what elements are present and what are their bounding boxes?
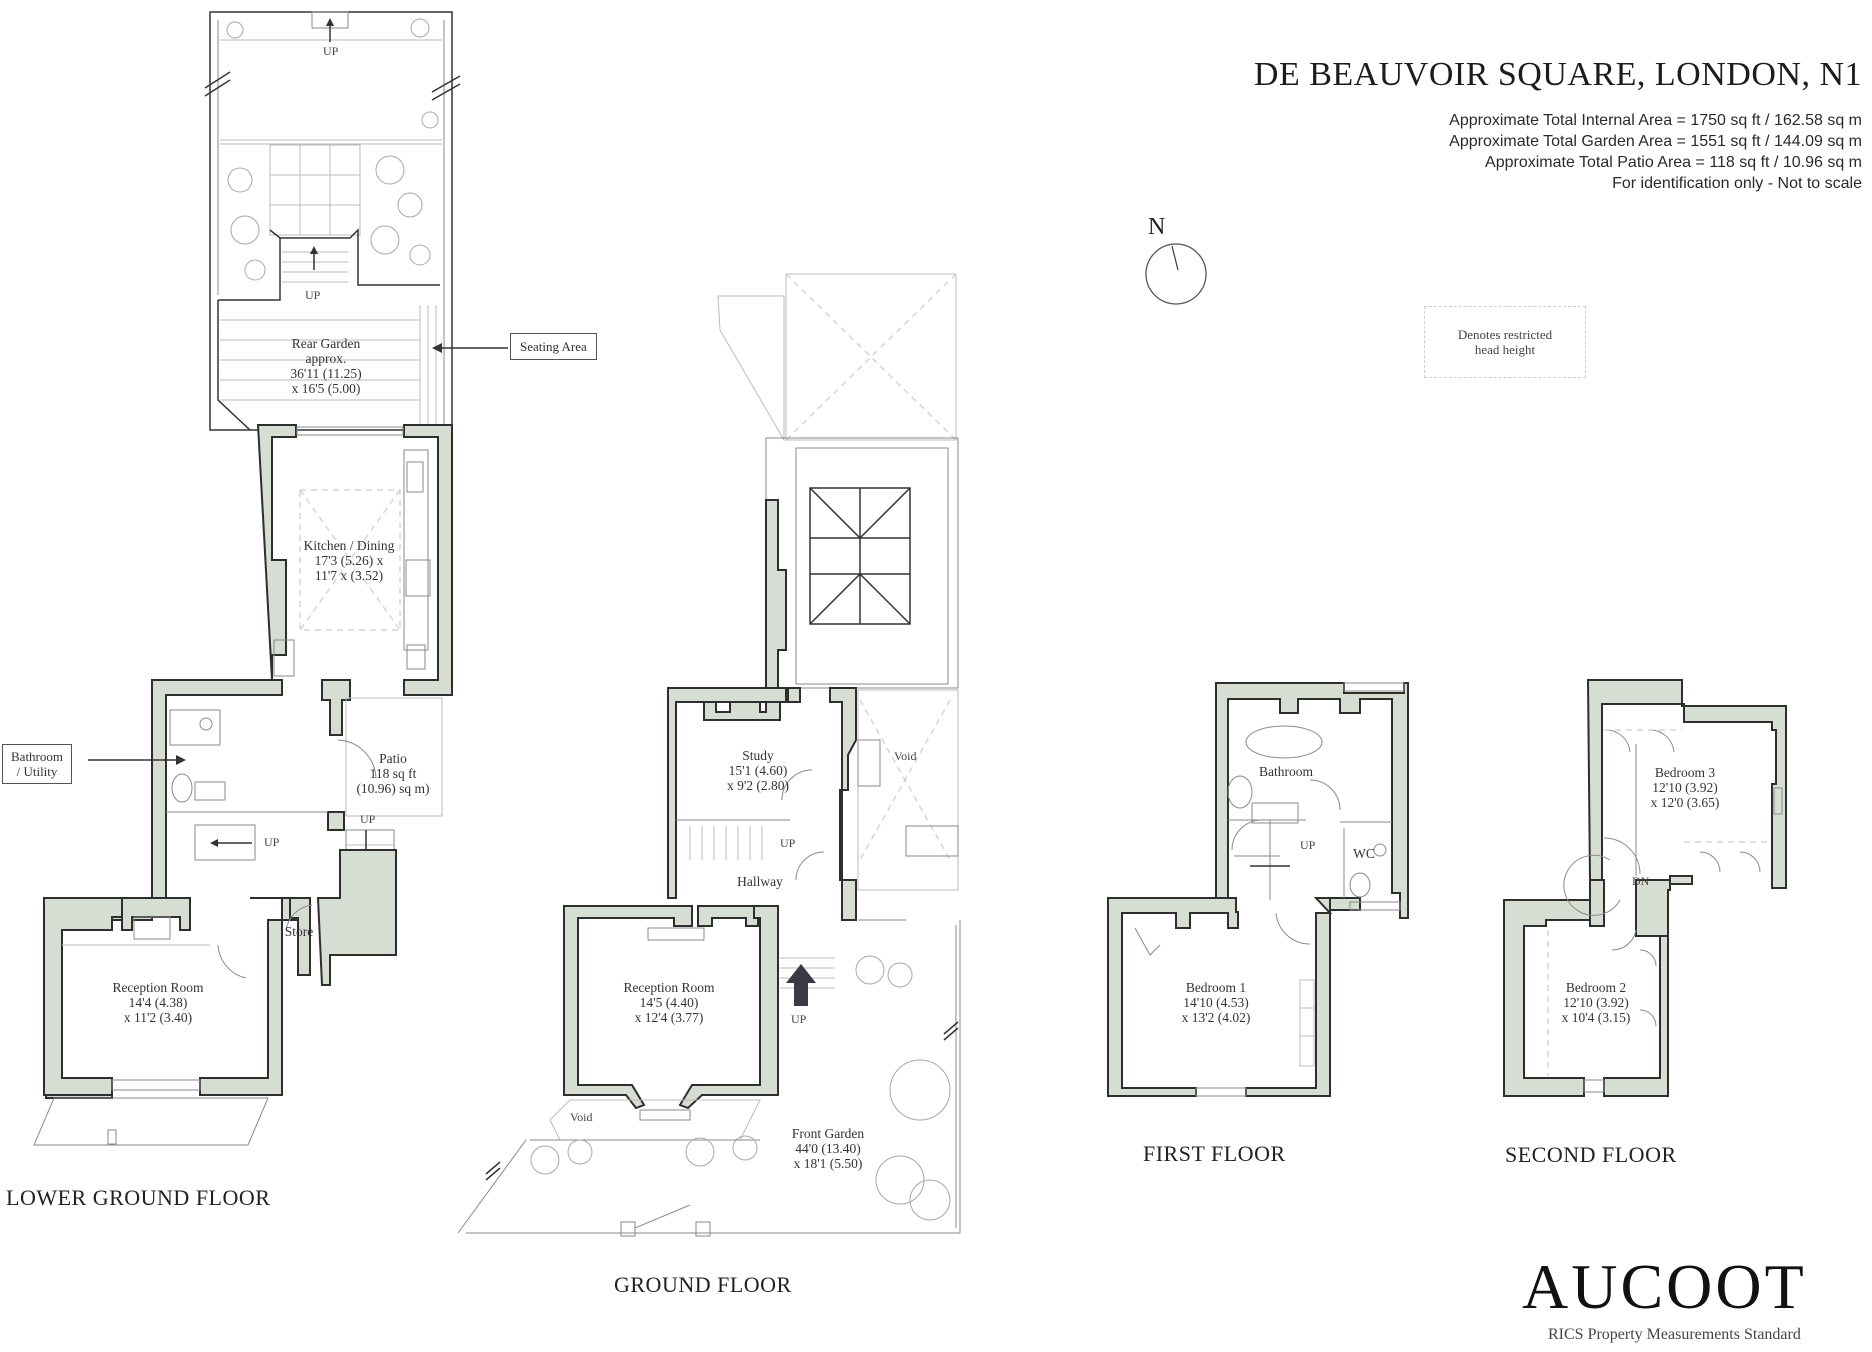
room-bathroom: Bathroom [1259, 764, 1313, 779]
room-store: Store [284, 924, 314, 939]
room-bedroom-3: Bedroom 3 12'10 (3.92) x 12'0 (3.65) [1650, 765, 1720, 810]
legend-line-1: Denotes restricted [1457, 327, 1553, 342]
stair-up-label: UP [780, 836, 796, 850]
room-void-front: Void [570, 1110, 593, 1124]
floor-label-first: FIRST FLOOR [1143, 1141, 1286, 1166]
room-study: Study 15'1 (4.60) x 9'2 (2.80) [726, 748, 790, 793]
stair-up-label: UP [323, 44, 339, 58]
room-wc: WC [1353, 846, 1375, 861]
stair-down-label: DN [1632, 874, 1650, 888]
room-bedroom-1: Bedroom 1 14'10 (4.53) x 13'2 (4.02) [1181, 980, 1251, 1025]
room-hallway: Hallway [737, 874, 783, 889]
stair-up-label: UP [305, 288, 321, 302]
stair-up-label: UP [791, 1012, 807, 1026]
kitchen-walls [45, 424, 453, 1099]
second-floor-drawing [1503, 679, 1787, 1097]
room-reception-lower: Reception Room 14'4 (4.38) x 11'2 (3.40) [112, 980, 204, 1025]
restricted-head-height-legend: Denotes restricted head height [1424, 306, 1586, 378]
internal-area: Approximate Total Internal Area = 1750 s… [1449, 112, 1862, 129]
disclaimer: For identification only - Not to scale [1612, 175, 1862, 192]
brand-subtitle: RICS Property Measurements Standard [1548, 1326, 1801, 1343]
garden-area: Approximate Total Garden Area = 1551 sq … [1449, 133, 1862, 150]
room-bedroom-2: Bedroom 2 12'10 (3.92) x 10'4 (3.15) [1561, 980, 1631, 1025]
north-arrow-icon: N [1148, 214, 1166, 240]
room-kitchen-dining: Kitchen / Dining 17'3 (5.26) x 11'7 x (3… [303, 538, 395, 583]
rear-garden-outline [204, 11, 461, 431]
compass-circle [1145, 243, 1207, 305]
floor-label-second: SECOND FLOOR [1505, 1142, 1677, 1167]
floor-label-lower-ground: LOWER GROUND FLOOR [6, 1185, 271, 1210]
room-front-garden: Front Garden 44'0 (13.40) x 18'1 (5.50) [791, 1126, 865, 1171]
room-reception-ground: Reception Room 14'5 (4.40) x 12'4 (3.77) [623, 980, 715, 1025]
stair-up-label: UP [1300, 838, 1316, 852]
room-void-rear: Void [894, 749, 917, 763]
floor-label-ground: GROUND FLOOR [614, 1272, 792, 1297]
stair-up-label: UP [360, 812, 376, 826]
patio-area: Approximate Total Patio Area = 118 sq ft… [1485, 154, 1862, 171]
room-rear-garden: Rear Garden approx. 36'11 (11.25) x 16'5… [290, 336, 362, 396]
stair-up-label: UP [264, 835, 280, 849]
first-floor-drawing [1107, 682, 1409, 1097]
page-title: DE BEAUVOIR SQUARE, LONDON, N1 [1253, 56, 1862, 93]
seating-area-callout: Seating Area [510, 333, 597, 360]
room-patio: Patio 118 sq ft (10.96) sq m) [356, 751, 430, 796]
legend-line-2: head height [1474, 342, 1536, 357]
area-summary: Approximate Total Internal Area = 1750 s… [1449, 110, 1862, 194]
brand-logo: AUCOOT [1522, 1251, 1807, 1322]
bathroom-utility-callout: Bathroom / Utility [2, 744, 72, 784]
ground-floor-drawing [457, 273, 961, 1237]
